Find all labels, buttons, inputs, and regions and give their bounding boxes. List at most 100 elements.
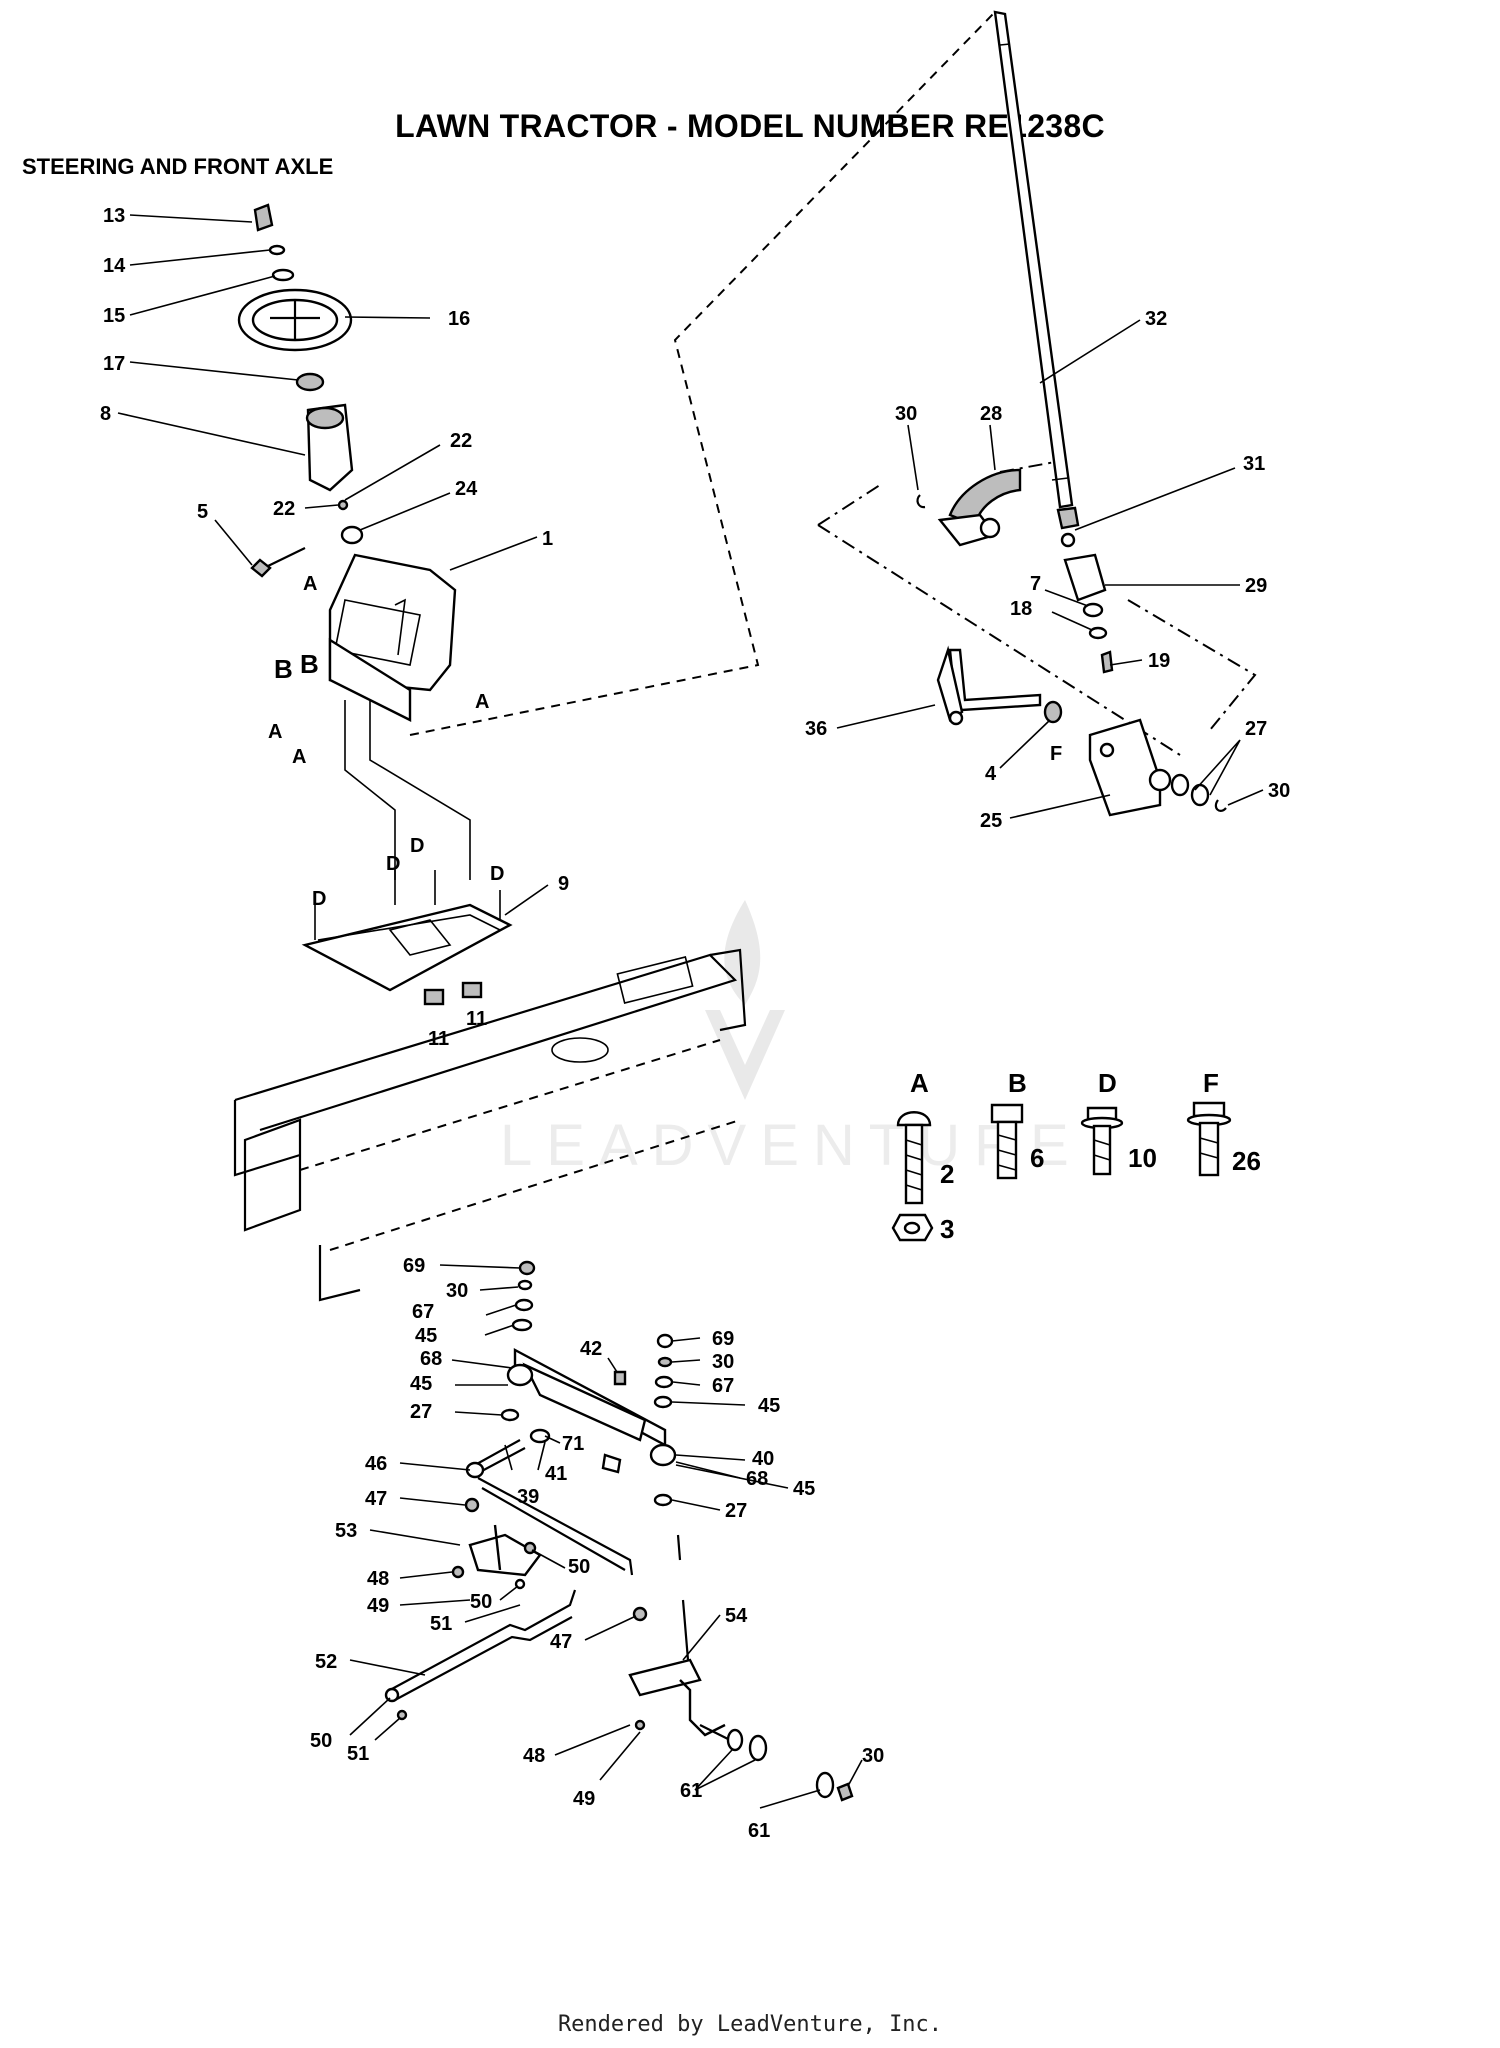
callout-8: 8 (100, 403, 111, 425)
callout-b-2: B (300, 649, 319, 679)
watermark-text: LEADVENTURE (500, 1113, 1083, 1178)
callout-42: 42 (580, 1338, 602, 1360)
leader-lines (117, 214, 1264, 1809)
callout-47-upper: 47 (365, 1488, 387, 1510)
steering-support-plate (301, 870, 513, 1006)
key-num-3: 3 (940, 1214, 954, 1244)
callout-68-right: 68 (746, 1468, 768, 1490)
carriage-bolt-icon (896, 1111, 932, 1127)
callout-67-left: 67 (412, 1301, 434, 1323)
callout-52: 52 (315, 1651, 337, 1673)
callout-30-upper: 30 (895, 403, 917, 425)
callout-17: 17 (103, 353, 125, 375)
callout-39: 39 (517, 1486, 539, 1508)
callout-49-upper: 49 (367, 1595, 389, 1617)
key-num-10: 10 (1128, 1143, 1157, 1173)
key-letter-f: F (1203, 1068, 1219, 1098)
steering-wheel-assembly (237, 203, 471, 880)
callout-18: 18 (1010, 598, 1032, 620)
callout-16: 16 (448, 308, 470, 330)
callout-1: 1 (542, 528, 553, 550)
callout-22-upper: 22 (450, 430, 472, 452)
callout-d-4: D (490, 863, 504, 885)
callout-13: 13 (103, 205, 125, 227)
watermark-logo: LEADVENTURE (500, 900, 1083, 1178)
callout-d-3: D (410, 835, 424, 857)
key-letter-b: B (1008, 1068, 1027, 1098)
callout-24: 24 (455, 478, 478, 500)
callout-a-4: A (292, 746, 306, 768)
front-axle-assembly (384, 1260, 854, 1802)
callout-54: 54 (725, 1605, 748, 1627)
footer-credit: Rendered by LeadVenture, Inc. (557, 2012, 943, 2037)
callout-40: 40 (752, 1448, 774, 1470)
diagram-subtitle: STEERING AND FRONT AXLE (22, 154, 334, 179)
hex-bolt-icon (990, 1103, 1024, 1124)
callout-46: 46 (365, 1453, 387, 1475)
callout-7: 7 (1030, 573, 1041, 595)
callout-11-left: 11 (428, 1028, 449, 1050)
callout-45-upper-left: 45 (415, 1325, 437, 1347)
callout-50-upper: 50 (568, 1556, 590, 1578)
callout-30-right: 30 (1268, 780, 1290, 802)
callout-22-lower: 22 (273, 498, 295, 520)
callout-61-upper: 61 (680, 1780, 702, 1802)
callout-71: 71 (562, 1433, 584, 1455)
callout-30-spindle: 30 (862, 1745, 884, 1767)
callout-a-3: A (268, 721, 282, 743)
callout-f: F (1050, 743, 1062, 765)
tractor-frame (233, 948, 747, 1302)
connector-line (409, 11, 996, 736)
callout-30-axle-left: 30 (446, 1280, 468, 1302)
callout-51-lower: 51 (347, 1743, 369, 1765)
steering-gear-assembly (817, 10, 1257, 817)
callout-4: 4 (985, 763, 997, 785)
callout-36: 36 (805, 718, 827, 740)
callout-45-right-upper: 45 (758, 1395, 780, 1417)
callout-32: 32 (1145, 308, 1167, 330)
key-letter-d: D (1098, 1068, 1117, 1098)
callout-67-right: 67 (712, 1375, 734, 1397)
key-letter-a: A (910, 1068, 929, 1098)
callout-b-1: B (274, 654, 293, 684)
callout-9: 9 (558, 873, 569, 895)
callout-d-2: D (386, 853, 400, 875)
callout-27-upper: 27 (1245, 718, 1267, 740)
callout-45-right-lower: 45 (793, 1478, 815, 1500)
callout-29: 29 (1245, 575, 1267, 597)
callout-41: 41 (545, 1463, 567, 1485)
key-num-2: 2 (940, 1159, 954, 1189)
callout-48-upper: 48 (367, 1568, 389, 1590)
callout-a-1: A (303, 573, 317, 595)
callout-labels: 13 14 15 16 17 8 22 22 24 5 1 A A A A B … (100, 205, 1290, 1842)
callout-27-right: 27 (725, 1500, 747, 1522)
callout-68-left: 68 (420, 1348, 442, 1370)
callout-19: 19 (1148, 650, 1170, 672)
callout-61-lower: 61 (748, 1820, 770, 1842)
callout-30-axle-right: 30 (712, 1351, 734, 1373)
callout-47-lower: 47 (550, 1631, 572, 1653)
callout-53: 53 (335, 1520, 357, 1542)
callout-45-left: 45 (410, 1373, 432, 1395)
callout-49-lower: 49 (573, 1788, 595, 1810)
callout-a-2: A (475, 691, 489, 713)
diagram-title: LAWN TRACTOR - MODEL NUMBER RE1238C (395, 108, 1105, 144)
callout-51-upper: 51 (430, 1613, 452, 1635)
callout-28: 28 (980, 403, 1002, 425)
key-num-6: 6 (1030, 1143, 1044, 1173)
callout-31: 31 (1243, 453, 1265, 475)
callout-48-lower: 48 (523, 1745, 545, 1767)
callout-27-left: 27 (410, 1401, 432, 1423)
callout-14: 14 (103, 255, 126, 277)
callout-50-middle: 50 (470, 1591, 492, 1613)
key-num-26: 26 (1232, 1146, 1261, 1176)
callout-69-right: 69 (712, 1328, 734, 1350)
callout-15: 15 (103, 305, 125, 327)
callout-5: 5 (197, 501, 208, 523)
callout-d-1: D (312, 888, 326, 910)
callout-11-right: 11 (466, 1008, 487, 1030)
hardware-key: A B D F 2 6 10 26 3 (891, 1068, 1261, 1244)
callout-69-left: 69 (403, 1255, 425, 1277)
callout-50-lower: 50 (310, 1730, 332, 1752)
